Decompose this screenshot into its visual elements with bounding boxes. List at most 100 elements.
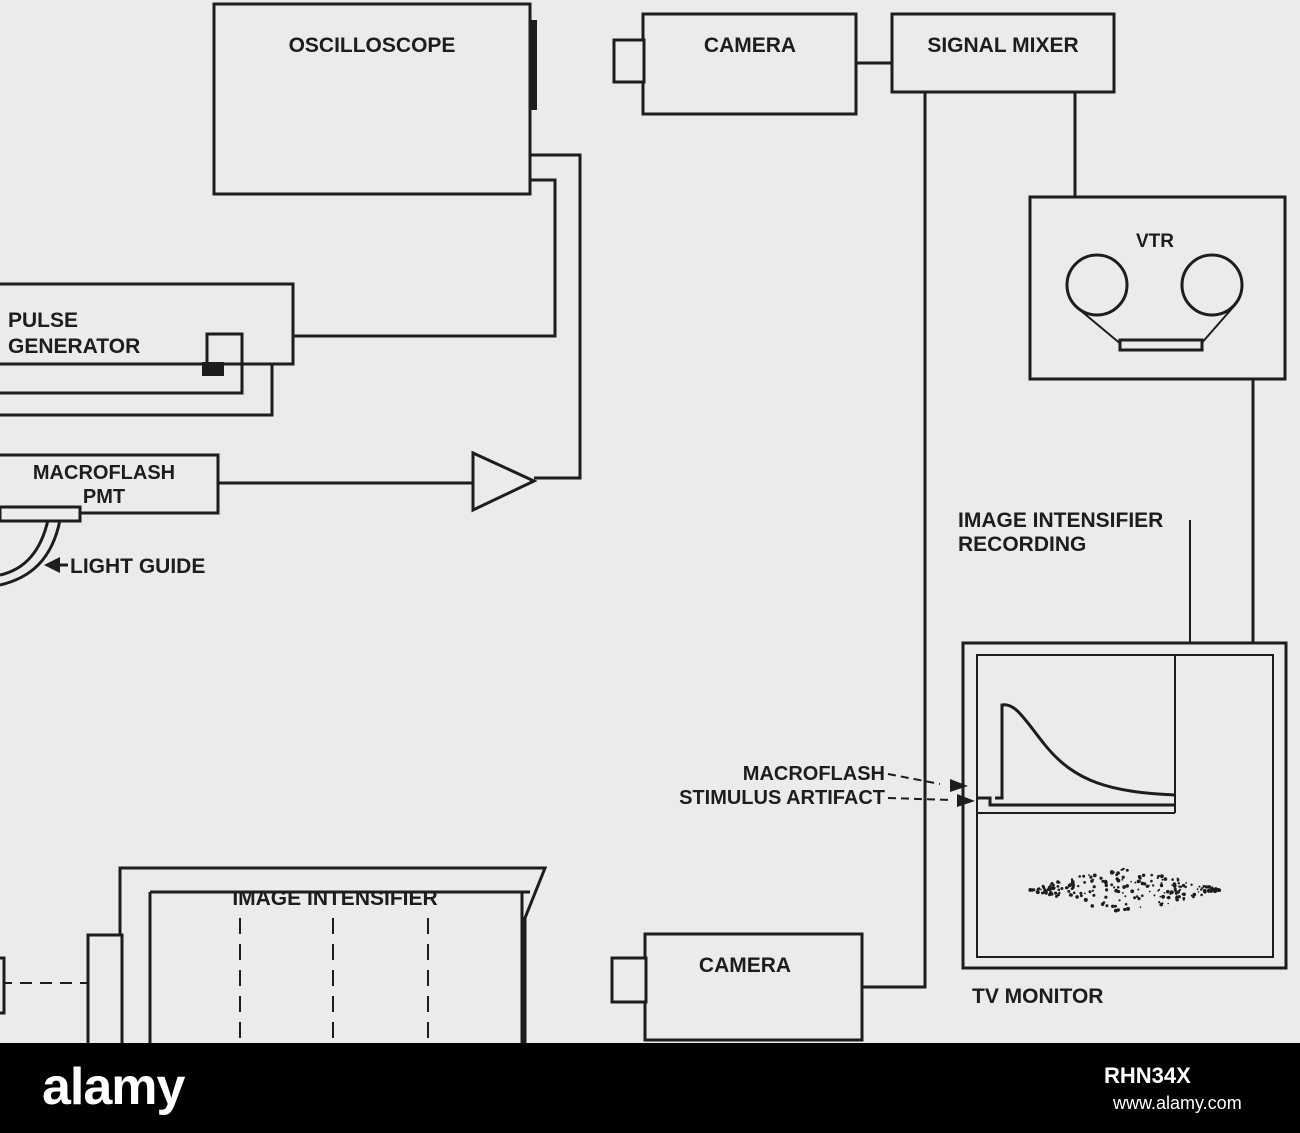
intensifier-spot — [1049, 884, 1052, 887]
intensifier-spot — [1153, 894, 1156, 897]
stimulus-artifact-annotation-leader — [887, 797, 951, 801]
oscilloscope-to-amplifier-wire — [530, 153, 582, 480]
intensifier-spot — [1091, 878, 1095, 881]
mixer-to-camera-bottom-wire — [862, 92, 927, 989]
intensifier-spot — [1071, 880, 1075, 883]
intensifier-spot — [1069, 893, 1073, 897]
camera-top-label: CAMERA — [704, 34, 796, 57]
intensifier-spot — [1051, 885, 1055, 889]
intensifier-spot — [1032, 888, 1036, 891]
intensifier-spot — [1057, 888, 1061, 892]
intensifier-spot — [1198, 885, 1201, 888]
intensifier-spot — [1181, 883, 1186, 888]
intensifier-spot — [1150, 873, 1153, 877]
vtr-label: VTR — [1136, 231, 1174, 252]
intensifier-spot — [1139, 880, 1142, 883]
intensifier-spot — [1185, 882, 1187, 884]
stimulus-artifact-trace — [977, 796, 1175, 807]
intensifier-spot — [1182, 899, 1185, 901]
intensifier-spot — [1177, 895, 1181, 899]
intensifier-spot — [1115, 873, 1119, 877]
macroflash-pmt-base — [0, 505, 82, 523]
intensifier-spot — [1184, 885, 1187, 889]
pulse-generator-output-port — [205, 332, 244, 366]
intensifier-spot — [1092, 885, 1096, 889]
intensifier-spot — [1167, 902, 1169, 905]
intensifier-spot — [1200, 893, 1203, 897]
intensifier-spot — [1171, 884, 1173, 886]
intensifier-spot — [1175, 898, 1179, 902]
intensifier-spot — [1156, 876, 1159, 880]
intensifier-spot — [1176, 879, 1180, 882]
intensifier-spot — [1073, 891, 1076, 894]
intensifier-spot — [1058, 881, 1061, 884]
intensifier-spot — [1048, 886, 1051, 890]
camera-bottom-label: CAMERA — [699, 954, 791, 977]
intensifier-spot — [1157, 874, 1160, 878]
intensifier-spot — [1151, 884, 1155, 887]
image-intensifier-recording-label-line1: IMAGE INTENSIFIER — [958, 509, 1163, 532]
amplifier-symbol — [471, 450, 538, 513]
intensifier-spot — [1088, 890, 1092, 894]
intensifier-spot — [1083, 881, 1086, 884]
intensifier-spot — [1172, 884, 1177, 888]
light-guide-label: LIGHT GUIDE — [70, 555, 205, 578]
intensifier-spot — [1174, 889, 1177, 893]
macroflash-pmt-box: MACROFLASH PMT — [0, 453, 220, 523]
intensifier-spot — [1137, 888, 1140, 891]
intensifier-spot — [1099, 876, 1103, 880]
intensifier-spot — [1169, 890, 1174, 895]
intensifier-spot — [1160, 882, 1163, 885]
intensifier-spot — [1159, 895, 1162, 898]
intensifier-spot — [1202, 889, 1206, 892]
intensifier-spot — [1082, 874, 1086, 878]
intensifier-spot — [1083, 897, 1088, 902]
intensifier-spot — [1091, 889, 1094, 892]
intensifier-spot — [1124, 895, 1127, 898]
oscilloscope-to-pulse-generator-wire — [0, 178, 557, 417]
intensifier-spot — [1104, 880, 1108, 885]
watermark-footer: alamy RHN34X www.alamy.com — [0, 1043, 1300, 1133]
intensifier-spot — [1177, 882, 1181, 885]
intensifier-spot — [1109, 870, 1114, 875]
image-intensifier-input-window — [86, 933, 124, 1043]
intensifier-spot — [1118, 899, 1121, 902]
intensifier-spot — [1041, 892, 1044, 895]
intensifier-spot — [1161, 894, 1165, 899]
macroflash-annotation-label: MACROFLASH — [743, 763, 885, 785]
intensifier-spot — [1067, 886, 1069, 889]
intensifier-spot — [1125, 884, 1129, 888]
signal-mixer-box: SIGNAL MIXER — [890, 12, 1116, 94]
intensifier-spot — [1120, 869, 1123, 871]
intensifier-spot — [1116, 878, 1121, 883]
intensifier-spot — [1090, 904, 1095, 908]
pulse-generator-label-line1: PULSE — [8, 309, 78, 332]
light-guide-fiber — [0, 519, 50, 577]
camera-top: CAMERA — [612, 12, 858, 116]
intensifier-spot — [1126, 906, 1130, 911]
intensifier-spot — [1171, 878, 1174, 881]
intensifier-spot — [1050, 882, 1054, 886]
intensifier-spot — [1139, 906, 1142, 908]
intensifier-spot — [1105, 904, 1109, 908]
intensifier-spot — [1207, 885, 1211, 889]
intensifier-spot — [1058, 891, 1061, 895]
intensifier-spot — [1116, 908, 1121, 912]
intensifier-spot — [1133, 896, 1137, 900]
light-guide-fiber-2 — [0, 519, 62, 587]
intensifier-spot — [1148, 884, 1150, 887]
intensifier-spot — [1071, 883, 1075, 888]
signal-mixer-label: SIGNAL MIXER — [927, 34, 1078, 57]
tv-monitor — [961, 641, 1288, 970]
apparatus-diagram: OSCILLOSCOPE CAMERA SIGNAL MIXER VTR PUL… — [0, 2, 1288, 1043]
objective-lens — [0, 956, 6, 1015]
intensifier-spot — [1206, 888, 1211, 893]
site-url: www.alamy.com — [1113, 1093, 1242, 1113]
stimulus-artifact-annotation-label: STIMULUS ARTIFACT — [679, 787, 885, 809]
intensifier-spot — [1092, 893, 1096, 897]
intensifier-spot — [1069, 883, 1072, 886]
intensifier-spot — [1125, 868, 1129, 872]
intensifier-spot — [1083, 892, 1086, 895]
vtr-reel-right — [1180, 253, 1244, 317]
image-intensifier-box: IMAGE INTENSIFIER — [86, 866, 548, 1043]
